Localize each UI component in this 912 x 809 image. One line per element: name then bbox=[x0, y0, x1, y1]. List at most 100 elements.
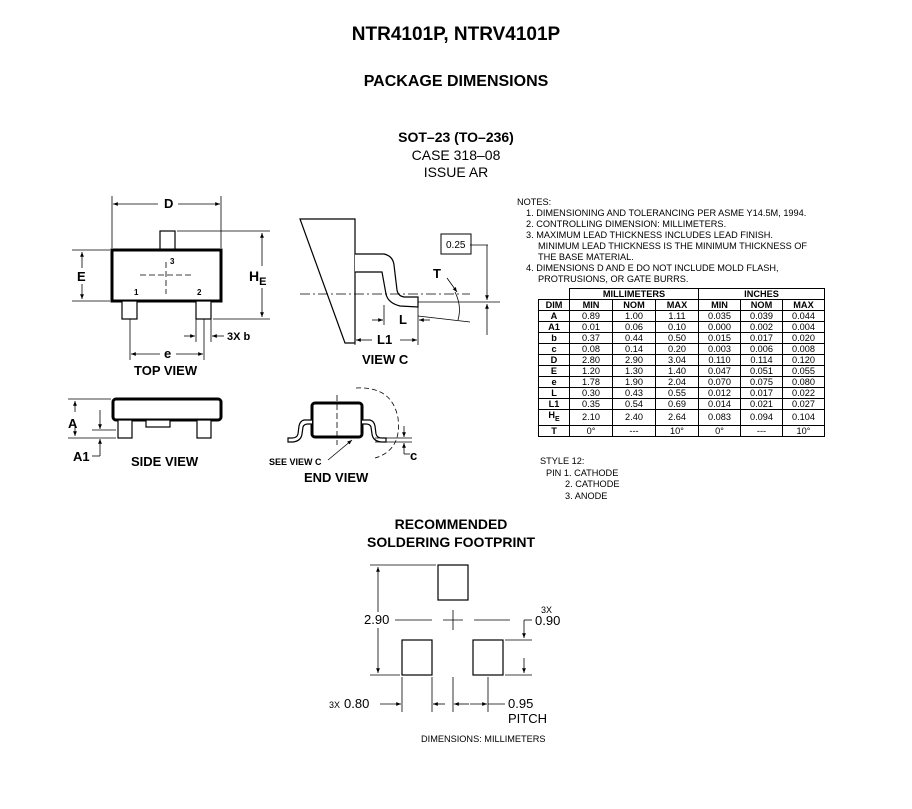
table-cell: 0.120 bbox=[782, 354, 825, 366]
table-cell: 0.075 bbox=[740, 376, 783, 388]
table-cell-dim: c bbox=[538, 343, 570, 355]
table-cell: 2.04 bbox=[655, 376, 699, 388]
column-header: NOM bbox=[740, 299, 783, 311]
label-l: L bbox=[399, 312, 407, 327]
view-c-label: VIEW C bbox=[362, 352, 409, 367]
table-cell: 0.017 bbox=[740, 387, 783, 399]
pin-3-label: 3 bbox=[170, 257, 175, 266]
table-cell: 0° bbox=[698, 424, 741, 437]
group-header-mm: MILLIMETERS bbox=[569, 288, 699, 300]
footprint-drawing bbox=[370, 564, 532, 712]
table-cell: 0.020 bbox=[782, 332, 825, 344]
table-cell: 1.00 bbox=[612, 310, 656, 322]
footprint-pitch: PITCH bbox=[508, 711, 547, 726]
table-cell-dim: E bbox=[538, 365, 570, 377]
footprint-dim-095: 0.95 bbox=[508, 696, 533, 711]
note-3: 3. MAXIMUM LEAD THICKNESS INCLUDES LEAD … bbox=[526, 230, 773, 240]
label-e-lower: e bbox=[164, 346, 171, 361]
table-cell: 2.90 bbox=[612, 354, 656, 366]
table-column-header-row: DIM MIN NOM MAX MIN NOM MAX bbox=[538, 299, 825, 311]
table-cell: 0.10 bbox=[655, 321, 699, 333]
table-cell: 1.90 bbox=[612, 376, 656, 388]
footprint-title-line-1: RECOMMENDED bbox=[394, 516, 508, 532]
footprint-3x-top: 3X bbox=[541, 605, 552, 615]
group-header-inches: INCHES bbox=[698, 288, 825, 300]
subscript-e: E bbox=[554, 415, 560, 423]
label-he: HE bbox=[249, 268, 266, 288]
table-cell: 0.54 bbox=[612, 398, 656, 410]
dimension-table: MILLIMETERS INCHES DIM MIN NOM MAX MIN N… bbox=[538, 288, 825, 437]
pin-2-label: 2 bbox=[197, 288, 202, 297]
table-cell: 2.80 bbox=[569, 354, 613, 366]
table-cell: 0.080 bbox=[782, 376, 825, 388]
table-cell: 0.14 bbox=[612, 343, 656, 355]
table-cell-dim: HE bbox=[538, 409, 570, 426]
table-cell: 0.006 bbox=[740, 343, 783, 355]
label-c: c bbox=[410, 448, 417, 463]
label-025: 0.25 bbox=[446, 240, 466, 251]
side-view-label: SIDE VIEW bbox=[131, 454, 199, 469]
table-cell: 0.022 bbox=[782, 387, 825, 399]
table-cell: 0.110 bbox=[698, 354, 741, 366]
table-cell: 0.30 bbox=[569, 387, 613, 399]
table-cell: 2.64 bbox=[655, 409, 699, 426]
style-pin-3: 3. ANODE bbox=[565, 490, 608, 501]
column-header: NOM bbox=[612, 299, 656, 311]
label-t: T bbox=[433, 266, 441, 281]
table-corner bbox=[538, 288, 570, 300]
table-cell: 1.78 bbox=[569, 376, 613, 388]
table-cell: 0.69 bbox=[655, 398, 699, 410]
table-cell: 0.051 bbox=[740, 365, 783, 377]
label-e-upper: E bbox=[77, 269, 86, 284]
table-cell: 0.55 bbox=[655, 387, 699, 399]
table-cell: 0.20 bbox=[655, 343, 699, 355]
table-cell: 0.012 bbox=[698, 387, 741, 399]
table-cell: 0.044 bbox=[782, 310, 825, 322]
footprint-dim-080: 0.80 bbox=[344, 696, 369, 711]
table-cell: --- bbox=[740, 424, 783, 437]
footprint-units-note: DIMENSIONS: MILLIMETERS bbox=[421, 734, 546, 744]
table-cell: 0.37 bbox=[569, 332, 613, 344]
table-cell: 0.08 bbox=[569, 343, 613, 355]
note-3-cont-1: MINIMUM LEAD THICKNESS IS THE MINIMUM TH… bbox=[538, 241, 808, 251]
note-4: 4. DIMENSIONS D AND E DO NOT INCLUDE MOL… bbox=[526, 263, 779, 273]
table-cell: 0.055 bbox=[782, 365, 825, 377]
table-cell-dim: b bbox=[538, 332, 570, 344]
note-2: 2. CONTROLLING DIMENSION: MILLIMETERS. bbox=[526, 219, 727, 229]
table-cell: 0.083 bbox=[698, 409, 741, 426]
table-cell: --- bbox=[612, 424, 656, 437]
table-cell: 1.30 bbox=[612, 365, 656, 377]
table-cell: 0.027 bbox=[782, 398, 825, 410]
column-header: MAX bbox=[655, 299, 699, 311]
table-cell: 0.89 bbox=[569, 310, 613, 322]
column-header: MIN bbox=[569, 299, 613, 311]
table-cell: 0.01 bbox=[569, 321, 613, 333]
table-cell: 0.004 bbox=[782, 321, 825, 333]
table-cell: 0.44 bbox=[612, 332, 656, 344]
table-cell: 0° bbox=[569, 424, 613, 437]
label-3x-b: 3X b bbox=[227, 331, 251, 343]
package-issue: ISSUE AR bbox=[423, 164, 489, 180]
column-header: MAX bbox=[782, 299, 825, 311]
see-view-c-label: SEE VIEW C bbox=[269, 457, 322, 467]
table-cell: 0.000 bbox=[698, 321, 741, 333]
table-cell-dim: L1 bbox=[538, 398, 570, 410]
style-block: STYLE 12: PIN 1. CATHODE 2. CATHODE 3. A… bbox=[540, 456, 619, 502]
package-name: SOT–23 (TO–236) bbox=[398, 129, 514, 145]
table-cell: 1.11 bbox=[655, 310, 699, 322]
column-header: DIM bbox=[538, 299, 570, 311]
table-cell: 0.43 bbox=[612, 387, 656, 399]
table-cell: 0.070 bbox=[698, 376, 741, 388]
package-case: CASE 318–08 bbox=[411, 147, 501, 163]
table-cell-dim: A1 bbox=[538, 321, 570, 333]
table-cell: 0.002 bbox=[740, 321, 783, 333]
top-view-label: TOP VIEW bbox=[134, 363, 198, 378]
footprint-3x-bottom: 3X bbox=[329, 700, 340, 710]
footprint-title: RECOMMENDED SOLDERING FOOTPRINT bbox=[346, 515, 556, 551]
table-cell-dim: e bbox=[538, 376, 570, 388]
page-title: NTR4101P, NTRV4101P bbox=[351, 24, 561, 45]
